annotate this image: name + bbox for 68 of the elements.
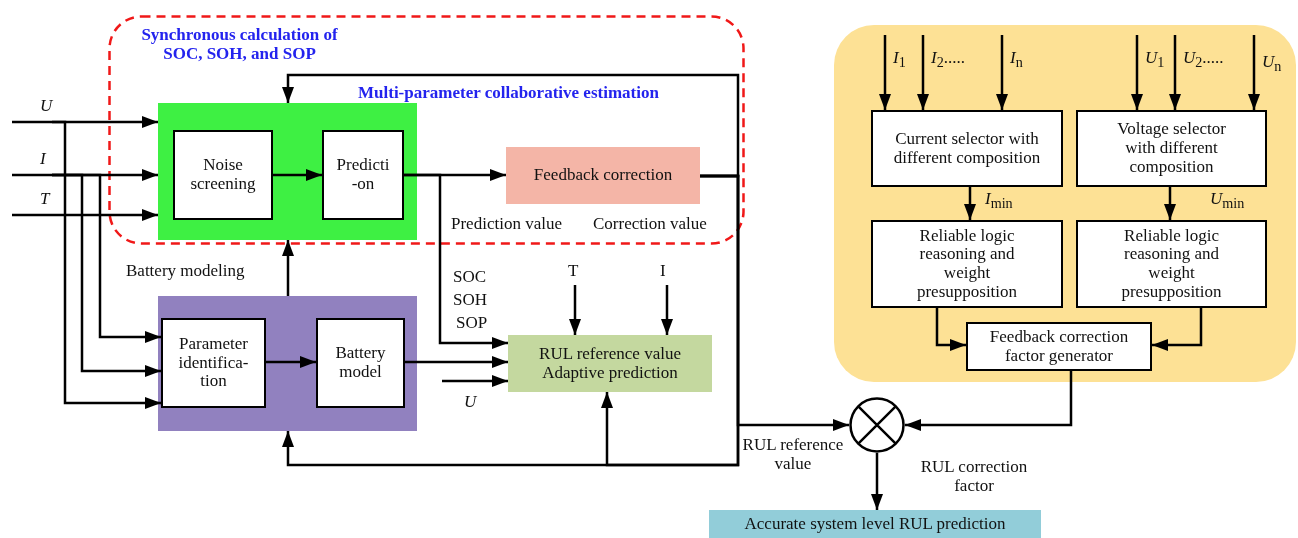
arrow [1248,35,1260,110]
signal-label: T [10,190,55,215]
process-box: Reliable logic reasoning and weight presupposition [1076,220,1267,308]
arrow [12,209,158,221]
process-box: Noise screening [173,130,273,220]
signal-label: I$_{n}$ [1002,35,1030,85]
process-box: Feedback correction factor generator [966,322,1152,371]
signal-label: U [440,381,480,413]
arrow [661,285,673,335]
arrow [273,169,322,181]
group-panel [158,103,417,240]
arrow [442,375,508,387]
signal-label: U$_{1}$ [1137,35,1171,85]
arrow [905,371,1073,431]
arrow [996,35,1008,110]
process-box: Parameter identifica- tion [161,318,266,408]
signal-label: T [566,262,584,285]
process-box: RUL reference value Adaptive prediction [508,335,712,392]
process-box: Current selector with different composition [871,110,1063,187]
edge-label: I$_{min}$ [985,190,1014,212]
edge-label: RUL correction factor [919,458,1029,496]
signal-label: I [658,262,676,285]
edge-label: RUL reference value [741,436,845,474]
arrow [404,173,508,349]
arrow [700,174,849,431]
signal-label: I [10,150,52,175]
signal-label: I$_{1}$ [885,35,913,85]
annotation-text: Prediction value [451,215,562,234]
block-caption: Battery modeling [126,262,245,281]
signal-label: U$_{n}$ [1254,35,1288,85]
arrow [1164,187,1176,220]
arrow [1131,35,1143,110]
process-box: Battery model [316,318,405,408]
group-panel [834,25,1296,382]
process-box: Voltage selector with different composition [1076,110,1267,187]
process-box: Reliable logic reasoning and weight presupposition [871,220,1063,308]
arrow [12,169,158,181]
arrow [964,187,976,220]
signal-label: I$_{2}$..... [923,35,995,85]
signal-label: U$_{2}$..... [1175,35,1249,85]
annotation-text: SOH [453,291,487,310]
dashed-region [108,15,745,245]
arrow [52,120,161,409]
region-title: Synchronous calculation of SOC, SOH, and SOP [140,26,339,64]
arrow [52,173,161,377]
annotation-text: Correction value [593,215,707,234]
annotation-text: SOC [453,268,487,287]
arrow [935,308,966,351]
arrow [569,285,581,335]
arrow [282,73,740,178]
process-box: Accurate system level RUL prediction [709,510,1041,538]
arrow [266,356,316,368]
process-box: Feedback correction [506,147,700,204]
section-title: Multi-parameter collaborative estimation [358,84,659,103]
arrow [917,35,929,110]
arrow [871,453,883,510]
arrow [1169,35,1181,110]
arrow [879,35,891,110]
arrow [282,240,294,296]
annotation-text: SOP [456,314,488,333]
arrow [1152,308,1203,351]
multiplier-symbol [849,397,905,453]
arrow [405,356,508,368]
group-panel [158,296,417,431]
signal-label: U [10,97,52,122]
edge-label: U$_{min}$ [1210,190,1246,212]
arrow [12,116,158,128]
process-box: Predicti -on [322,130,404,220]
